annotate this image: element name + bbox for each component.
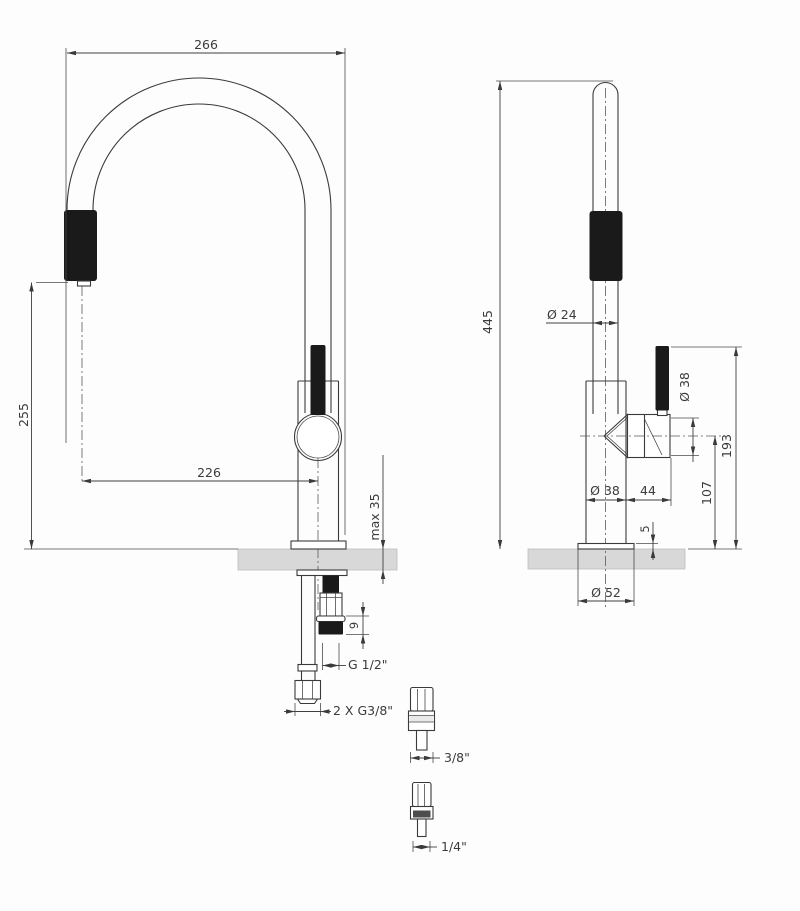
adapter-1-4: 1/4": [409, 781, 467, 854]
adapter-b-stem: [416, 818, 427, 838]
faucet-body-side: [585, 380, 627, 544]
dim-label-2xg38: 2 X G3/8": [333, 703, 393, 718]
base-flange-front: [290, 540, 347, 550]
spray-head-front: [64, 210, 97, 281]
dim-cartridge-diameter: Ø 38: [671, 372, 699, 462]
dim-overall-width: 266: [65, 37, 346, 535]
dim-label-193: 193: [719, 434, 734, 458]
dim-adapter-b: 1/4": [412, 839, 467, 854]
adapter-a-knurled-cap: [409, 686, 434, 712]
counter-slab-side: [527, 548, 686, 570]
adapter-a-band: [410, 716, 433, 722]
dim-label-d38-body: Ø 38: [590, 483, 620, 498]
spray-head-tip: [76, 280, 92, 287]
shank-ring-nut: [318, 621, 343, 635]
hose-collar: [297, 663, 318, 672]
dim-label-255: 255: [16, 403, 31, 427]
adapter-b-knurled-cap: [411, 781, 432, 808]
adapter-3-8: 3/8": [407, 686, 470, 765]
dim-shank-thread: G 1/2": [322, 643, 388, 672]
dim-label-9: 9: [347, 622, 361, 629]
dim-label-226: 226: [197, 465, 221, 480]
dim-body-diameter: Ø 38: [586, 458, 672, 506]
dim-label-max-35: max 35: [367, 493, 382, 540]
front-view: 266 255 226 max 35 9: [16, 37, 398, 718]
dim-handle-offset: 44: [626, 483, 671, 503]
dim-spout-axis-height: 107: [699, 436, 718, 549]
dim-supply-hoses: 2 X G3/8": [284, 703, 393, 718]
dim-base-plate-height: 5: [636, 522, 658, 560]
dim-label-d38-cartridge: Ø 38: [677, 372, 692, 402]
dim-adapter-a: 3/8": [410, 750, 470, 765]
dim-label-g12: G 1/2": [348, 657, 388, 672]
lever-side: [655, 346, 669, 411]
dim-label-44: 44: [640, 483, 656, 498]
hose-hex-nut: [294, 679, 322, 700]
dim-label-1-4: 1/4": [441, 839, 467, 854]
dim-label-445: 445: [480, 310, 495, 334]
dim-label-107: 107: [699, 481, 714, 505]
dim-label-d52: Ø 52: [591, 585, 621, 600]
threaded-shank: [322, 575, 339, 593]
valve-body-circle: [293, 412, 343, 462]
spray-head-side: [589, 211, 623, 281]
dim-overall-height: 445: [480, 80, 613, 549]
dim-label-d24: Ø 24: [547, 307, 577, 322]
under-counter-assembly: [294, 569, 348, 705]
dim-spout-tube-diameter: Ø 24: [546, 307, 618, 326]
lever-front: [310, 345, 326, 415]
counter-slab-front: [237, 548, 398, 571]
dim-base-diameter: Ø 52: [577, 549, 635, 606]
lock-ring: [296, 569, 348, 577]
dim-label-5: 5: [638, 525, 652, 532]
adapter-a-stem: [415, 729, 428, 751]
side-view: 445 Ø 24 Ø 38 193 107: [480, 80, 742, 607]
dim-max-deck: max 35: [367, 455, 386, 584]
dim-label-3-8: 3/8": [444, 750, 470, 765]
adapter-b-band: [413, 810, 431, 818]
dim-label-266: 266: [194, 37, 218, 52]
dim-nut-stack: 9: [346, 602, 369, 649]
dim-spout-reach: 226: [82, 465, 318, 484]
spout-gooseneck: [66, 77, 332, 413]
valve-assembly-side: [603, 346, 671, 459]
shank-hex-fitting: [319, 592, 343, 617]
hose-nut-taper: [296, 698, 319, 705]
dim-spout-height: 255: [16, 282, 238, 550]
base-flange-side: [577, 542, 635, 550]
shank-washer: [315, 615, 346, 623]
